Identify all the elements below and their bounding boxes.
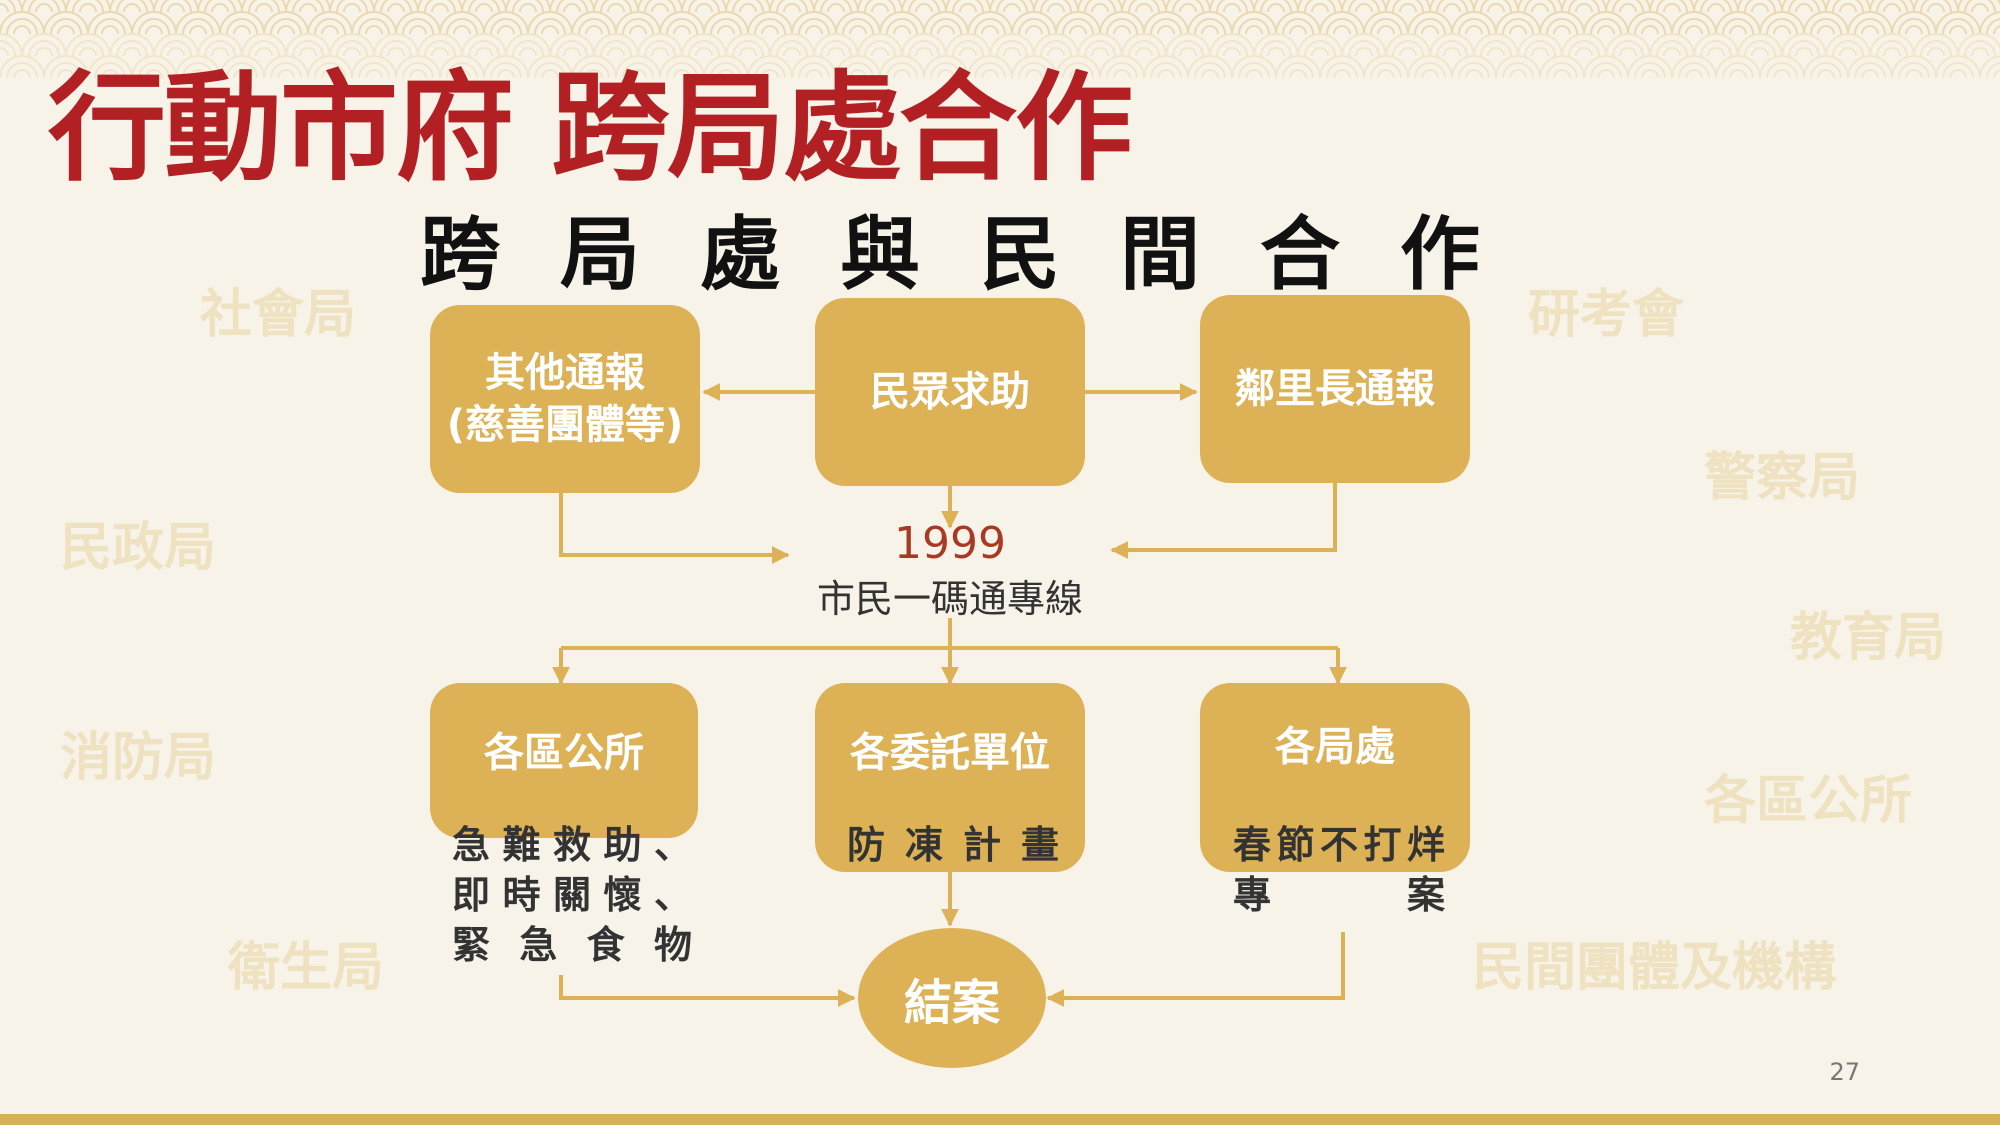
bureaus-services-text: 春節不打烊 專案	[1233, 820, 1445, 920]
page-title: 行動市府 跨局處合作	[48, 59, 1133, 197]
hotline-number: 1999	[894, 518, 1006, 569]
node-citizen-help-label: 民眾求助	[870, 369, 1030, 415]
subtitle: 跨局處與民間合作	[420, 208, 1480, 301]
bg-label-social: 社會局	[200, 285, 357, 345]
district-service-line-3: 緊急食物	[452, 923, 692, 967]
node-contracted-units-title: 各委託單位	[850, 730, 1050, 776]
node-other-reports: 其他通報 (慈善團體等)	[430, 305, 700, 493]
bg-label-health: 衛生局	[228, 938, 385, 998]
node-village-chief-label: 鄰里長通報	[1235, 366, 1435, 412]
bg-label-research: 研考會	[1528, 285, 1685, 345]
node-district-offices-title: 各區公所	[484, 730, 644, 776]
district-service-line-2: 即時關懷、	[452, 873, 692, 917]
bg-label-district: 各區公所	[1704, 771, 1913, 831]
bg-label-police: 警察局	[1704, 448, 1861, 508]
arrow-district-to-close	[559, 975, 856, 1007]
arrow-bureaus-to-close	[1046, 932, 1345, 1007]
node-district-offices: 各區公所	[430, 683, 698, 838]
scallop-pattern	[0, 0, 2000, 79]
contracted-service-line-1: 防凍計畫	[847, 823, 1059, 867]
contracted-services-text: 防凍計畫	[847, 820, 1059, 870]
node-other-reports-line2: (慈善團體等)	[446, 402, 684, 448]
arrow-other-to-hotline	[559, 493, 790, 564]
arrow-village-to-hotline	[1110, 483, 1337, 559]
bg-label-civil: 民政局	[60, 518, 217, 578]
bg-label-civic-groups: 民間團體及機構	[1472, 938, 1837, 998]
node-citizen-help: 民眾求助	[815, 298, 1085, 486]
bureaus-service-line-2: 專案	[1233, 873, 1445, 917]
node-village-chief-report: 鄰里長通報	[1200, 295, 1470, 483]
district-service-line-1: 急難救助、	[452, 823, 692, 867]
node-case-closed: 結案	[858, 928, 1046, 1068]
hotline-label: 市民一碼通專線	[816, 577, 1083, 621]
bottom-bar	[0, 1114, 2000, 1125]
node-contracted-units: 各委託單位	[815, 683, 1085, 872]
node-bureaus-title: 各局處	[1275, 724, 1395, 770]
bureaus-service-line-1: 春節不打烊	[1233, 823, 1445, 867]
bg-label-fire: 消防局	[60, 728, 217, 788]
node-other-reports-line1: 其他通報	[485, 350, 645, 396]
bg-label-education: 教育局	[1790, 608, 1947, 668]
district-services-text: 急難救助、 即時關懷、 緊急食物	[452, 820, 692, 970]
page-number: 27	[1829, 1058, 1860, 1086]
node-bureaus: 各局處	[1200, 683, 1470, 872]
